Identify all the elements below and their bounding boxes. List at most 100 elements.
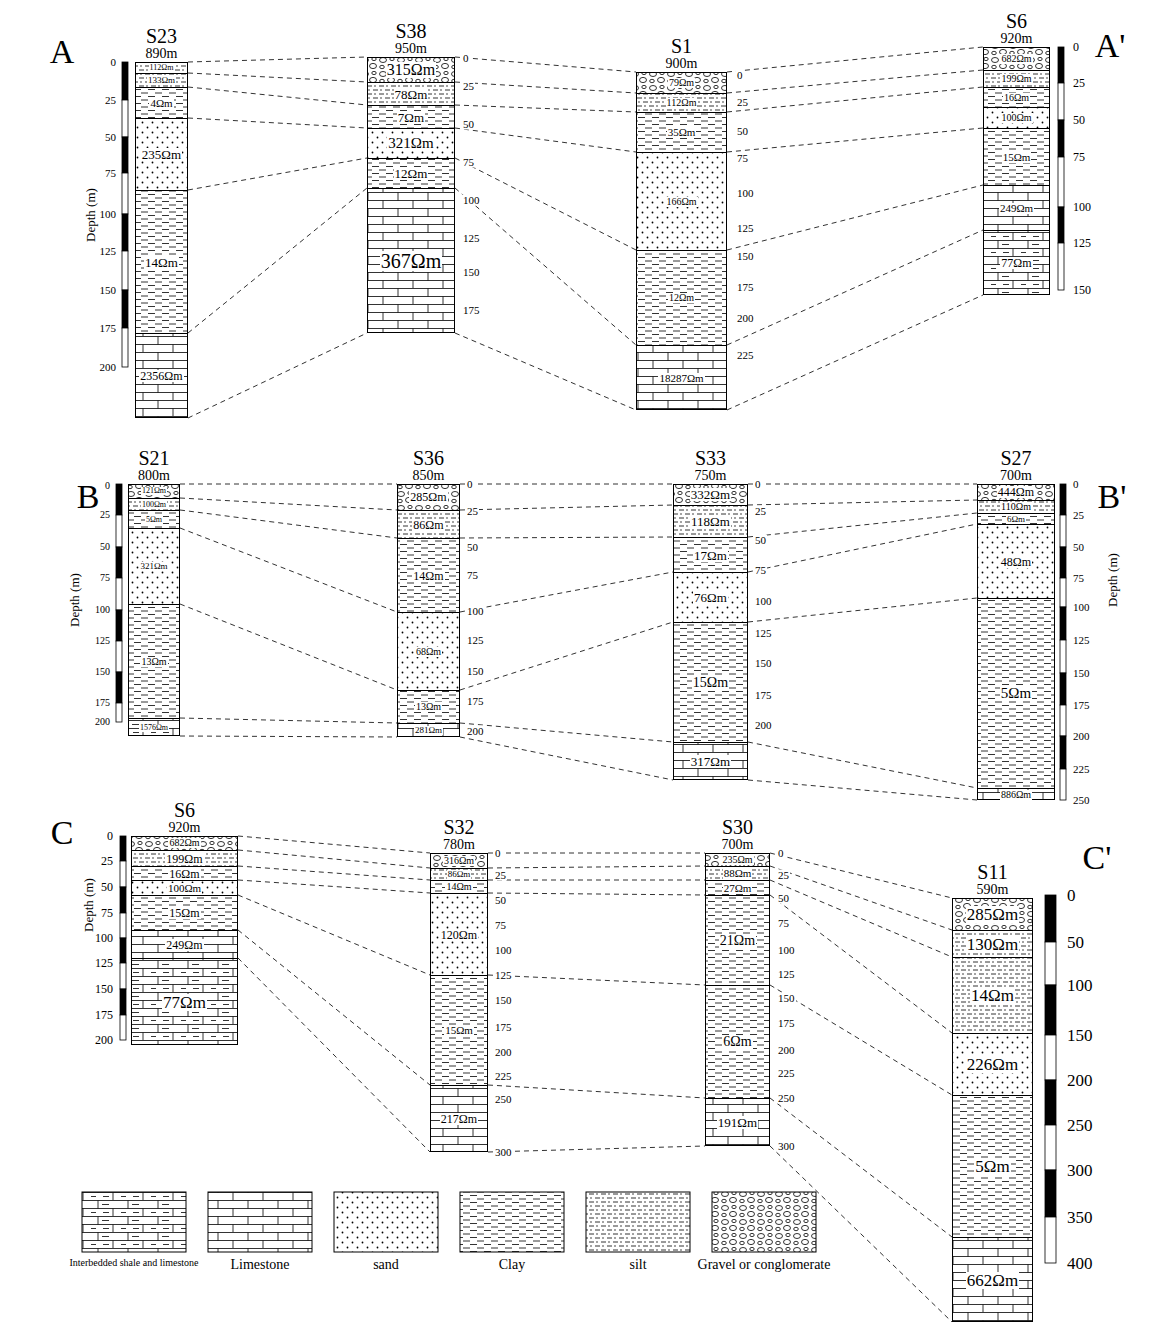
depth-tick: 200 xyxy=(94,717,111,727)
resistivity-layer: 15Ωm xyxy=(674,622,747,742)
depth-tick: 75 xyxy=(494,920,507,931)
depth-tick: 250 xyxy=(494,1094,513,1105)
correlation-line xyxy=(460,505,673,510)
depth-tick: 25 xyxy=(494,870,507,881)
resistivity-layer: 317Ωm xyxy=(674,742,747,780)
lithology-pattern xyxy=(952,1095,1033,1237)
lithology-pattern xyxy=(430,975,488,1085)
correlation-line xyxy=(488,1085,705,1098)
depth-tick: 50 xyxy=(754,535,767,546)
depth-tick: 200 xyxy=(777,1045,796,1056)
lithology-pattern xyxy=(367,57,455,82)
lithology-pattern xyxy=(135,118,188,190)
lithology-pattern xyxy=(952,1237,1033,1322)
correlation-line xyxy=(188,333,367,418)
elevation: 890m xyxy=(146,47,178,62)
correlation-line xyxy=(770,880,952,957)
depth-tick: 200 xyxy=(754,720,773,731)
resistivity-value: 321Ωm xyxy=(139,562,168,571)
axis-title: Depth (m) xyxy=(68,572,81,628)
elevation: 920m xyxy=(169,821,201,836)
legend-swatch xyxy=(712,1192,816,1252)
depth-bar-segment xyxy=(1060,736,1066,769)
elevation: 800m xyxy=(138,469,170,484)
depth-tick: 25 xyxy=(462,81,475,92)
depth-tick: 200 xyxy=(99,362,118,373)
depth-bar-segment xyxy=(122,290,128,328)
sounding-name: S11 xyxy=(977,862,1009,883)
resistivity-layer: 226Ωm xyxy=(953,1033,1032,1095)
depth-tick: 175 xyxy=(736,282,755,293)
resistivity-layer: 15Ωm xyxy=(984,128,1049,185)
correlation-line xyxy=(727,230,983,345)
resistivity-value: 13Ωm xyxy=(415,702,442,712)
depth-tick: 50 xyxy=(466,542,479,553)
resistivity-value: 21Ωm xyxy=(719,934,756,948)
lithology-fills xyxy=(128,47,1055,1322)
correlation-line xyxy=(460,723,673,742)
lithology-pattern xyxy=(128,604,180,718)
correlation-line xyxy=(488,866,705,868)
lithology-pattern xyxy=(397,612,460,690)
depth-bar-segment xyxy=(1060,515,1066,547)
correlation-line xyxy=(748,513,977,537)
lithology-pattern xyxy=(673,537,748,572)
sounding-column: S1900m79Ωm112Ωm35Ωm166Ωm12Ωm18287Ωm xyxy=(636,72,727,410)
lithology-pattern xyxy=(977,788,1055,800)
depth-bar-segment xyxy=(1058,120,1064,157)
depth-bar-segment xyxy=(1045,942,1056,985)
correlation-line xyxy=(488,1146,705,1152)
lithology-pattern xyxy=(952,930,1033,957)
depth-tick: 300 xyxy=(777,1141,796,1152)
lithology-pattern xyxy=(131,850,238,866)
depth-bar-segment xyxy=(1058,243,1064,290)
resistivity-value: 5Ωm xyxy=(145,516,163,524)
resistivity-layer: 13Ωm xyxy=(398,690,459,723)
depth-tick: 50 xyxy=(494,895,507,906)
resistivity-value: 14Ωm xyxy=(445,882,472,892)
lithology-pattern xyxy=(430,853,488,868)
column-heading: S1900m xyxy=(666,36,698,73)
correlation-line xyxy=(188,188,367,333)
depth-tick: 200 xyxy=(1072,731,1091,742)
correlation-line xyxy=(180,718,397,723)
resistivity-value: 79Ωm xyxy=(668,78,695,88)
resistivity-layer: 13Ωm xyxy=(129,604,179,718)
resistivity-value: 5Ωm xyxy=(974,1158,1010,1175)
depth-tick: 125 xyxy=(1072,635,1091,646)
resistivity-value: 120Ωm xyxy=(440,929,478,941)
depth-tick: 0 xyxy=(736,70,744,81)
resistivity-layer: 48Ωm xyxy=(978,524,1054,598)
lithology-pattern xyxy=(131,930,238,958)
depth-tick: 50 xyxy=(736,126,749,137)
depth-tick: 125 xyxy=(94,636,111,646)
depth-tick: 100 xyxy=(777,945,796,956)
lithology-pattern xyxy=(636,250,727,345)
lithology-pattern xyxy=(131,880,238,895)
depth-bar-segment xyxy=(1060,705,1066,736)
depth-bar-segment xyxy=(1045,1035,1056,1080)
depth-tick: 150 xyxy=(1072,668,1091,679)
resistivity-layer: 249Ωm xyxy=(984,185,1049,230)
depth-tick: 175 xyxy=(494,1022,513,1033)
depth-bar-segment xyxy=(1060,640,1066,673)
depth-bar-segment xyxy=(1058,207,1064,243)
column-heading: S23890m xyxy=(146,26,178,63)
lithology-pattern xyxy=(983,87,1050,107)
depth-tick: 125 xyxy=(777,969,796,980)
resistivity-layer: 682Ωm xyxy=(984,47,1049,70)
resistivity-value: 15Ωm xyxy=(168,907,200,919)
depth-bar-segment xyxy=(1060,673,1066,705)
resistivity-layer: 21Ωm xyxy=(706,895,769,985)
resistivity-value: 285Ωm xyxy=(966,906,1019,923)
lithology-pattern xyxy=(430,880,488,893)
lithology-pattern xyxy=(131,836,238,850)
depth-bar-segment xyxy=(120,861,126,887)
lithology-pattern xyxy=(135,73,188,87)
resistivity-value: 315Ωm xyxy=(386,62,436,78)
section-letter: C' xyxy=(1082,841,1113,875)
depth-tick: 25 xyxy=(1072,77,1086,89)
correlation-line xyxy=(727,87,983,112)
depth-tick: 175 xyxy=(466,696,485,707)
